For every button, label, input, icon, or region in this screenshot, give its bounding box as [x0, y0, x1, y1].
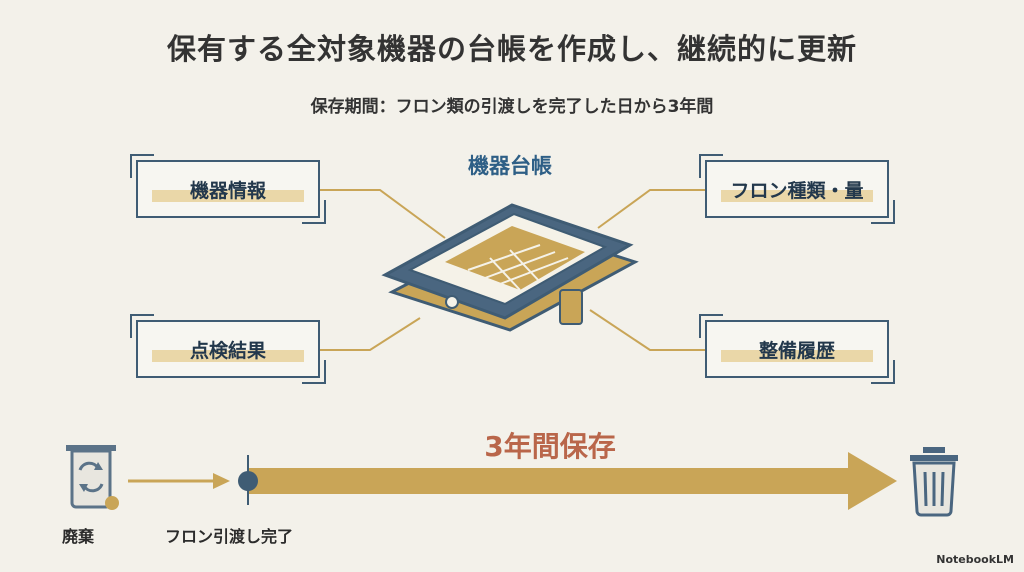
- milestone-dot: [238, 471, 258, 491]
- pre-arrow-head: [213, 473, 230, 489]
- brand-watermark: NotebookLM: [936, 553, 1014, 566]
- ledger-label: 機器台帳: [468, 154, 552, 178]
- recycle-bin-icon: [66, 445, 119, 510]
- retention-label: 3年間保存: [484, 430, 616, 463]
- page-subtitle: 保存期間：フロン類の引渡しを完了した日から3年間: [310, 97, 714, 117]
- handover-complete-label: フロン引渡し完了: [165, 527, 294, 546]
- maintenance-box: 整備履歴: [699, 314, 895, 384]
- connector-freon-type: [597, 189, 705, 229]
- inspection-box: 点検結果: [130, 314, 326, 384]
- trash-can-icon: [910, 447, 958, 517]
- freon-type-label: フロン種類・量: [730, 180, 864, 202]
- ledger-tablet-icon: [381, 203, 639, 332]
- timeline: [128, 452, 897, 510]
- retention-bar: [248, 468, 848, 494]
- inspection-label: 点検結果: [189, 340, 266, 362]
- page-title: 保有する全対象機器の台帳を作成し、継続的に更新: [166, 32, 857, 66]
- equipment-info-label: 機器情報: [189, 180, 266, 202]
- disposal-label: 廃棄: [62, 527, 95, 546]
- equipment-info-box: 機器情報: [130, 154, 326, 224]
- connector-inspection: [320, 317, 421, 351]
- connector-lines: [320, 189, 705, 351]
- connector-maintenance: [589, 309, 705, 351]
- retention-arrow-head: [848, 452, 897, 510]
- freon-type-box: フロン種類・量: [699, 154, 895, 224]
- maintenance-label: 整備履歴: [758, 340, 835, 362]
- connector-equipment-info: [320, 189, 446, 239]
